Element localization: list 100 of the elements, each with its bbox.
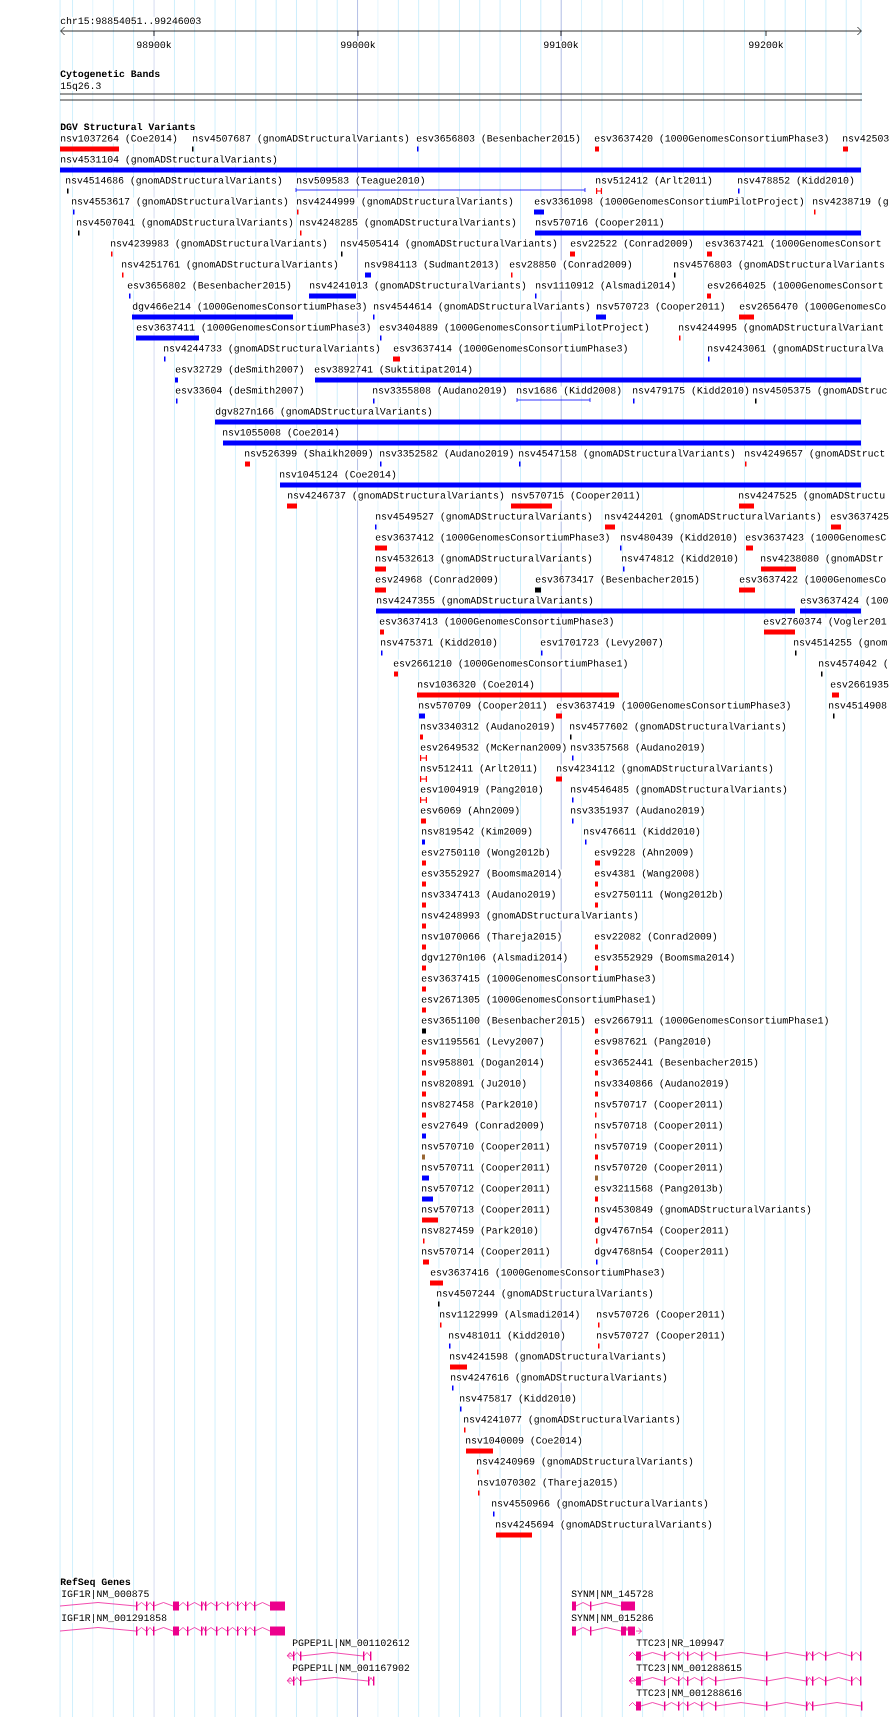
variant-label: esv2760374 (Vogler201 (763, 617, 887, 627)
variant-label: esv22522 (Conrad2009) (570, 239, 694, 249)
variant-label: nsv481011 (Kidd2010) (448, 1331, 566, 1341)
variant-label: esv27649 (Conrad2009) (421, 1121, 545, 1131)
variant-label: nsv1686 (Kidd2008) (516, 386, 623, 396)
variant-label: nsv4246737 (gnomADStructuralVariants) (287, 491, 505, 501)
variant-label: esv4381 (Wang2008) (594, 869, 701, 879)
variant-label: dgv466e214 (1000GenomesConsortiumPhase3) (132, 302, 368, 312)
variant-label: esv28850 (Conrad2009) (509, 260, 633, 270)
variant-label: nsv4247525 (gnomADStructu (738, 491, 886, 501)
variant-label: nsv4247616 (gnomADStructuralVariants) (450, 1373, 668, 1383)
variant-label: nsv570723 (Cooper2011) (596, 302, 726, 312)
variant-label: nsv1055008 (Coe2014) (222, 428, 340, 438)
scale-tick-label: 99200k (748, 40, 784, 49)
variant-label: nsv570710 (Cooper2011) (421, 1142, 551, 1152)
variant-label: nsv4546485 (gnomADStructuralVariants) (570, 785, 788, 795)
variant-label: nsv1045124 (Coe2014) (279, 470, 397, 480)
variant-label: esv3637411 (1000GenomesConsortiumPhase3) (136, 323, 372, 333)
variant-label: nsv3351937 (Audano2019) (570, 806, 706, 816)
variant-label: nsv1070302 (Thareja2015) (477, 1478, 619, 1488)
scale-tick-label: 98900k (136, 40, 172, 49)
track-title: DGV Structural Variants (60, 122, 196, 131)
variant-label: nsv4247355 (gnomADStructuralVariants) (376, 596, 594, 606)
variant-label: nsv4577602 (gnomADStructuralVariants) (569, 722, 787, 732)
gene-label: PGPEP1L|NM_001167902 (292, 1663, 410, 1674)
variant-label: nsv958801 (Dogan2014) (421, 1058, 545, 1068)
variant-label: esv3637421 (1000GenomesConsort (705, 239, 882, 249)
variant-label: esv3361098 (1000GenomesConsortiumPilotProject) (534, 197, 805, 207)
variant-label: nsv4574042 ( (818, 659, 889, 669)
variant-label: nsv570716 (Cooper2011) (535, 218, 665, 228)
variant-label: esv3637414 (1000GenomesConsortiumPhase3) (393, 344, 629, 354)
gene-label: TTC23|NR_109947 (636, 1638, 725, 1649)
variant-label: nsv4530849 (gnomADStructuralVariants) (594, 1205, 812, 1215)
variant-label: nsv4547158 (gnomADStructuralVariants) (518, 449, 736, 459)
variant-label: esv3637424 (100 (800, 596, 889, 606)
coordinate-range: chr15:98854051..99246003 (60, 16, 202, 25)
variant-label: nsv1036320 (Coe2014) (417, 680, 535, 690)
variant-label: esv1004919 (Pang2010) (420, 785, 544, 795)
variant-label: esv3637412 (1000GenomesConsortiumPhase3) (375, 533, 611, 543)
variant-label: nsv476611 (Kidd2010) (583, 827, 701, 837)
gene-label: SYNM|NM_145728 (571, 1589, 654, 1600)
variant-label: nsv4244201 (gnomADStructuralVariants) (604, 512, 822, 522)
variant-label: esv3637416 (1000GenomesConsortiumPhase3) (430, 1268, 666, 1278)
variant-label: nsv3340866 (Audano2019) (594, 1079, 730, 1089)
variant-label: dgv1270n106 (Alsmadi2014) (421, 953, 569, 963)
variant-label: nsv478852 (Kidd2010) (737, 176, 855, 186)
variant-label: nsv1040009 (Coe2014) (465, 1436, 583, 1446)
variant-label: nsv4234112 (gnomADStructuralVariants) (556, 764, 774, 774)
variant-label: nsv570718 (Cooper2011) (594, 1121, 724, 1131)
variant-label: nsv4514255 (gnom (793, 638, 888, 648)
variant-label: nsv820891 (Ju2010) (421, 1079, 528, 1089)
variant-label: esv24968 (Conrad2009) (375, 575, 499, 585)
variant-label: esv3637425 (830, 512, 889, 520)
variant-label: esv3637420 (1000GenomesConsortiumPhase3) (594, 134, 830, 144)
variant-label: nsv4239983 (gnomADStructuralVariants) (110, 239, 328, 249)
variant-label: esv3637413 (1000GenomesConsortiumPhase3) (379, 617, 615, 627)
variant-label: esv1195561 (Levy2007) (421, 1037, 545, 1047)
variant-label: esv3637419 (1000GenomesConsortiumPhase3) (556, 701, 792, 711)
variant-label: nsv1037264 (Coe2014) (60, 134, 178, 144)
variant-label: nsv570727 (Cooper2011) (596, 1331, 726, 1341)
variant-label: nsv4507244 (gnomADStructuralVariants) (436, 1289, 654, 1299)
variant-label: nsv4244995 (gnomADStructuralVariant (678, 323, 885, 333)
variant-label: nsv4244999 (gnomADStructuralVariants) (296, 197, 514, 207)
variant-label: nsv3357568 (Audano2019) (570, 743, 706, 753)
variant-label: nsv827459 (Park2010) (421, 1226, 539, 1236)
variant-label: nsv509583 (Teague2010) (296, 176, 426, 186)
band-label: 15q26.3 (60, 82, 102, 92)
variant-label: nsv570719 (Cooper2011) (594, 1142, 724, 1152)
variant-label: nsv4507041 (gnomADStructuralVariants) (76, 218, 294, 228)
variant-label: esv3892741 (Suktitipat2014) (314, 365, 473, 375)
variant-label: esv3552927 (Boomsma2014) (421, 869, 563, 879)
variant-label: nsv526399 (Shaikh2009) (244, 449, 374, 459)
variant-label: esv3637415 (1000GenomesConsortiumPhase3) (421, 974, 657, 984)
variant-label: nsv570714 (Cooper2011) (421, 1247, 551, 1257)
variant-label: esv22082 (Conrad2009) (594, 932, 718, 942)
scale-tick-label: 99100k (543, 40, 579, 49)
track-title: Cytogenetic Bands (60, 69, 161, 80)
variant-label: nsv4245694 (gnomADStructuralVariants) (495, 1520, 713, 1530)
variant-label: nsv4244733 (gnomADStructuralVariants) (163, 344, 381, 354)
gene-label: SYNM|NM_015286 (571, 1613, 654, 1624)
variant-label: nsv3355808 (Audano2019) (372, 386, 508, 396)
variant-label: esv987621 (Pang2010) (594, 1037, 712, 1047)
variant-label: esv3637423 (1000GenomesC (745, 533, 887, 543)
gene-label: IGF1R|NM_001291858 (61, 1613, 168, 1624)
variant-label: esv3673417 (Besenbacher2015) (535, 575, 700, 585)
variant-label: nsv4248993 (gnomADStructuralVariants) (421, 911, 639, 921)
variant-label: esv6069 (Ahn2009) (420, 806, 521, 816)
variant-label: nsv4507687 (gnomADStructuralVariants) (192, 134, 410, 144)
variant-label: nsv1110912 (Alsmadi2014) (535, 281, 677, 291)
variant-label: nsv4249657 (gnomADStruct (744, 449, 886, 459)
variant-label: nsv4576803 (gnomADStructuralVariants (673, 260, 885, 270)
variant-label: nsv512411 (Arlt2011) (420, 764, 538, 774)
variant-label: nsv4241077 (gnomADStructuralVariants) (463, 1415, 681, 1425)
variant-label: esv2661935 (830, 680, 889, 688)
variant-label: nsv4514908 (828, 701, 887, 709)
variant-label: nsv1070066 (Thareja2015) (421, 932, 563, 942)
variant-label: nsv570720 (Cooper2011) (594, 1163, 724, 1173)
variant-label: esv2661210 (1000GenomesConsortiumPhase1) (393, 659, 629, 669)
variant-label: esv3637422 (1000GenomesCo (739, 575, 887, 585)
variant-label: dgv4767n54 (Cooper2011) (594, 1226, 730, 1236)
